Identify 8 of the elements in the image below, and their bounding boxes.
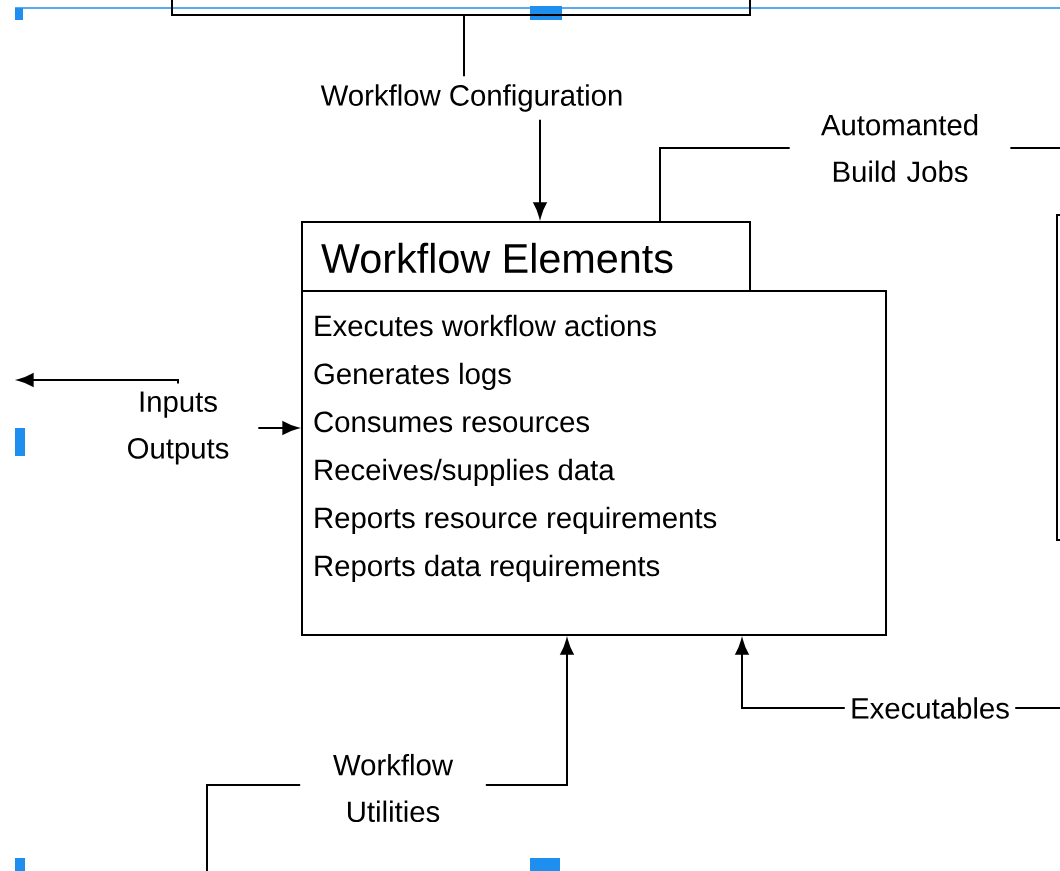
edge-label: Inputs Outputs [97, 383, 259, 473]
box [171, 0, 751, 16]
edge-label: Workflow Configuration [315, 76, 629, 120]
box-title: Workflow Elements [321, 242, 673, 274]
edge-label: Workflow Utilities [300, 745, 486, 831]
edge-label: Executables [844, 689, 1016, 727]
box [1056, 214, 1060, 541]
edge-label: Automanted Build Jobs [789, 105, 1011, 191]
